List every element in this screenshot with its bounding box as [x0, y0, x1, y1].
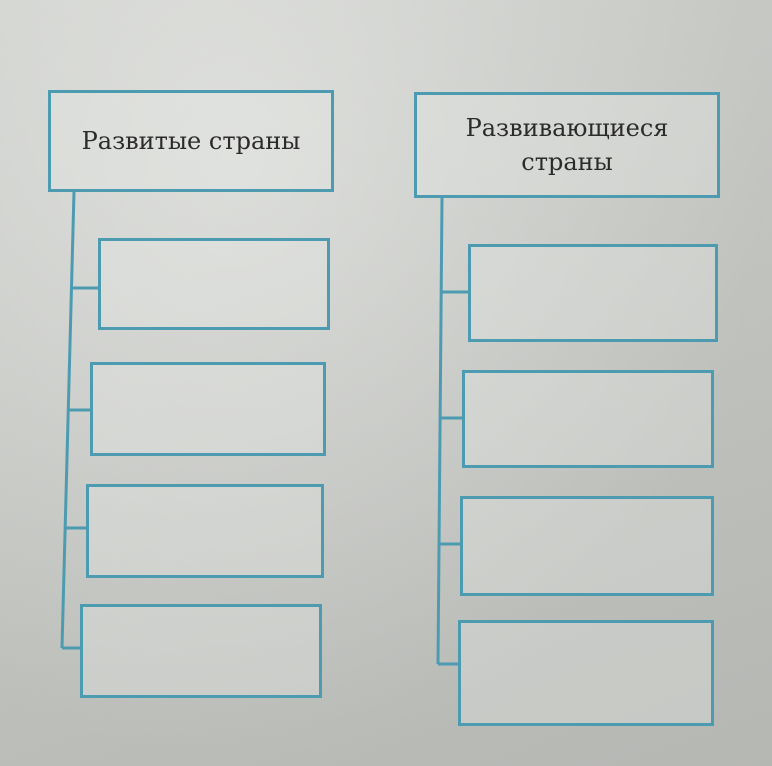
- left-empty-box-1: [98, 238, 330, 330]
- developing-countries-label: Развивающиеся страны: [465, 114, 669, 176]
- left-empty-box-3: [86, 484, 324, 578]
- left-empty-box-2: [90, 362, 326, 456]
- developing-countries-header: Развивающиеся страны: [414, 92, 720, 198]
- left-empty-box-4: [80, 604, 322, 698]
- right-empty-box-4: [458, 620, 714, 726]
- developed-countries-label: Развитые страны: [81, 127, 301, 155]
- right-empty-box-2: [462, 370, 714, 468]
- right-empty-box-1: [468, 244, 718, 342]
- right-trunk-line: [436, 197, 444, 665]
- developed-countries-header: Развитые страны: [48, 90, 334, 192]
- left-trunk-line: [60, 191, 76, 649]
- right-empty-box-3: [460, 496, 714, 596]
